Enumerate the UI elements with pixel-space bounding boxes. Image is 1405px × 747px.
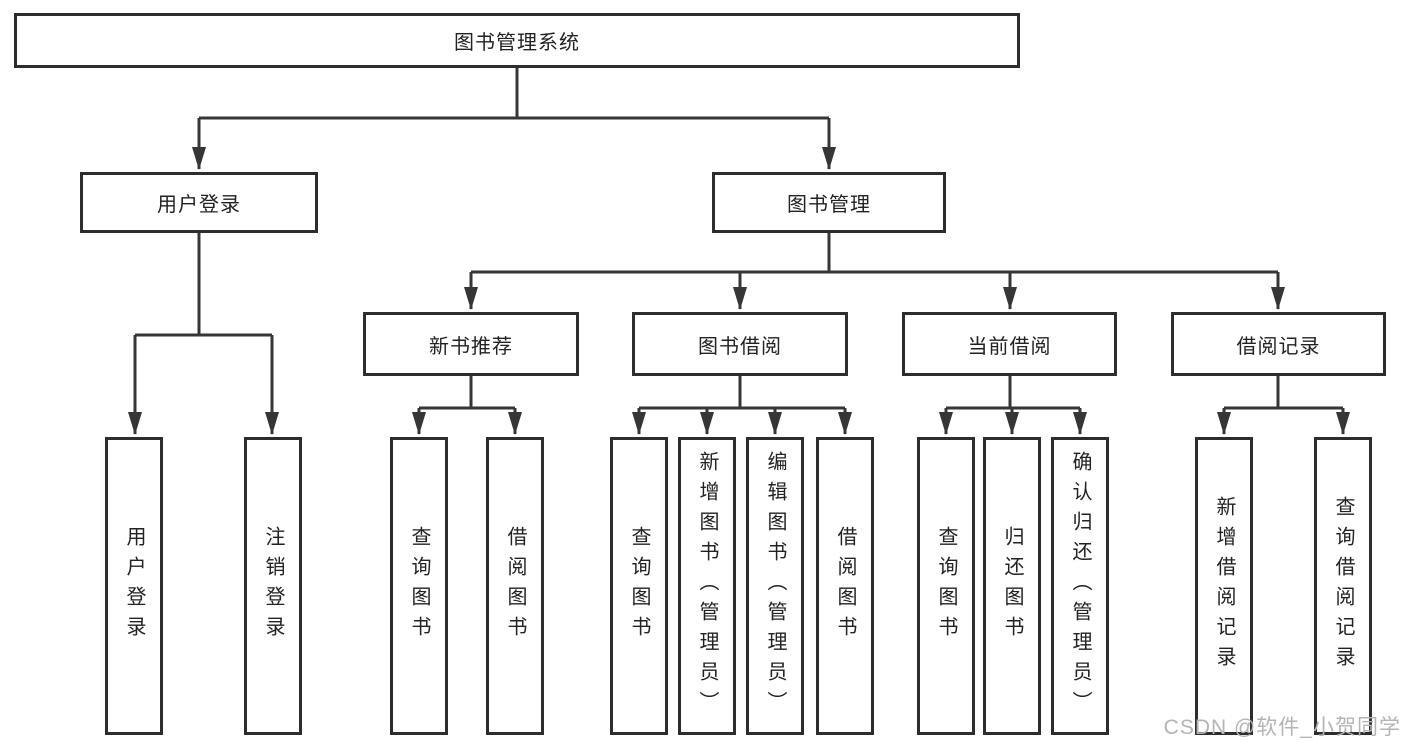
- node-leaf-bb-borrow-books-label: 借阅图书: [834, 526, 856, 646]
- node-leaf-cb-query-books-label: 查询图书: [935, 526, 957, 646]
- node-leaf-br-add-record: 新增借阅记录: [1195, 437, 1253, 735]
- node-book-borrow: 图书借阅: [632, 312, 848, 376]
- node-leaf-br-query-record: 查询借阅记录: [1314, 437, 1372, 735]
- node-leaf-bb-add-books-admin: 新增图书（管理员）: [678, 437, 736, 735]
- node-leaf-cb-confirm-return-admin: 确认归还（管理员）: [1051, 437, 1109, 735]
- node-leaf-bb-edit-books-admin-label: 编辑图书（管理员）: [764, 451, 786, 721]
- node-leaf-cb-return-books: 归还图书: [983, 437, 1041, 735]
- node-book-mgmt-label: 图书管理: [787, 194, 871, 216]
- node-leaf-nb-query-books-label: 查询图书: [408, 526, 430, 646]
- node-leaf-logout: 注销登录: [244, 437, 302, 735]
- node-leaf-bb-query-books-label: 查询图书: [628, 526, 650, 646]
- node-leaf-bb-borrow-books: 借阅图书: [816, 437, 874, 735]
- node-leaf-bb-query-books: 查询图书: [610, 437, 668, 735]
- node-borrow-record: 借阅记录: [1171, 312, 1386, 376]
- node-leaf-cb-confirm-return-admin-label: 确认归还（管理员）: [1069, 451, 1091, 721]
- node-leaf-nb-borrow-books-label: 借阅图书: [504, 526, 526, 646]
- node-book-borrow-label: 图书借阅: [698, 335, 782, 358]
- node-leaf-bb-edit-books-admin: 编辑图书（管理员）: [746, 437, 804, 735]
- node-book-mgmt: 图书管理: [712, 172, 946, 233]
- node-current-borrow: 当前借阅: [902, 312, 1117, 376]
- node-current-borrow-label: 当前借阅: [967, 335, 1052, 358]
- node-leaf-nb-query-books: 查询图书: [390, 437, 448, 735]
- node-user-login-label: 用户登录: [157, 194, 241, 216]
- node-leaf-logout-label: 注销登录: [262, 526, 284, 646]
- node-leaf-cb-query-books: 查询图书: [917, 437, 975, 735]
- node-leaf-user-login-label: 用户登录: [123, 526, 145, 646]
- node-user-login: 用户登录: [80, 172, 318, 233]
- node-leaf-br-query-record-label: 查询借阅记录: [1332, 496, 1354, 676]
- node-leaf-cb-return-books-label: 归还图书: [1001, 526, 1023, 646]
- node-new-book-rec-label: 新书推荐: [429, 335, 513, 358]
- node-leaf-nb-borrow-books: 借阅图书: [486, 437, 544, 735]
- node-root-label: 图书管理系统: [454, 32, 580, 54]
- node-new-book-rec: 新书推荐: [363, 312, 579, 376]
- node-borrow-record-label: 借阅记录: [1236, 335, 1321, 358]
- node-leaf-bb-add-books-admin-label: 新增图书（管理员）: [696, 451, 718, 721]
- csdn-watermark: CSDN @软件_小贺同学: [1163, 716, 1401, 739]
- node-leaf-user-login: 用户登录: [105, 437, 163, 735]
- node-root: 图书管理系统: [14, 13, 1020, 68]
- node-leaf-br-add-record-label: 新增借阅记录: [1213, 496, 1235, 676]
